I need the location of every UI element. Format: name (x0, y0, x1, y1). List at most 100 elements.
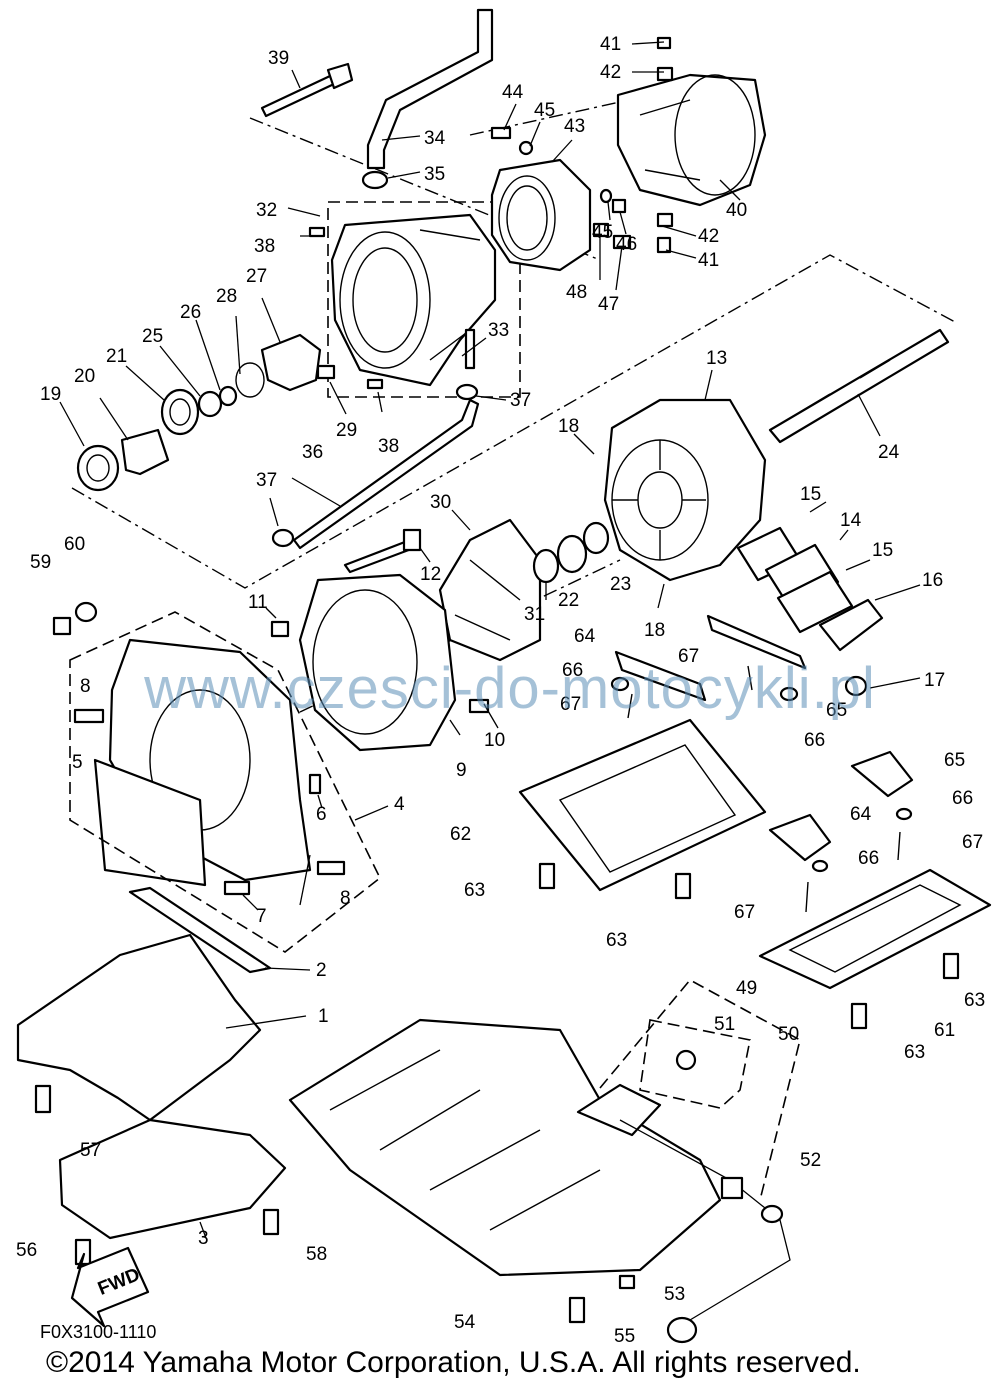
bolt-39 (260, 62, 354, 118)
grate-62 (518, 718, 767, 892)
group-4-box (69, 611, 382, 953)
callout-56: 56 (16, 1240, 37, 1261)
callout-66d: 66 (858, 848, 879, 869)
callout-63a: 63 (464, 880, 485, 901)
drawing-code: F0X3100-1110 (40, 1322, 157, 1342)
callout-7: 7 (256, 906, 267, 927)
callout-32: 32 (256, 200, 277, 221)
spacers-22-23-31 (532, 521, 610, 584)
callout-31: 31 (524, 604, 545, 625)
watermark-text: www.czesci-do-motocykli.pl (144, 656, 876, 721)
callout-11: 11 (248, 592, 268, 613)
callout-59: 59 (30, 552, 51, 573)
copyright-notice: ©2014 Yamaha Motor Corporation, U.S.A. A… (46, 1346, 861, 1379)
speed-sensor-50 (619, 1119, 791, 1344)
callout-29: 29 (336, 420, 357, 441)
callout-30: 30 (430, 492, 451, 513)
sponson-3 (58, 1118, 287, 1240)
callout-65a: 65 (826, 700, 847, 721)
callout-58: 58 (306, 1244, 327, 1265)
callout-33: 33 (488, 320, 509, 341)
leader-lines (59, 41, 921, 1239)
callout-34: 34 (424, 128, 446, 149)
callout-40: 40 (726, 200, 747, 221)
callout-2: 2 (316, 960, 327, 981)
callout-1: 1 (318, 1006, 329, 1027)
callout-52: 52 (800, 1150, 821, 1171)
hardware-lower (34, 675, 960, 1324)
callout-67a: 67 (560, 694, 581, 715)
callout-37b: 37 (510, 390, 531, 411)
callout-44: 44 (502, 82, 524, 103)
callout-61: 61 (934, 1020, 955, 1041)
cover-54 (288, 1018, 722, 1277)
nozzle-40 (616, 73, 767, 207)
housing-13 (603, 398, 767, 582)
callout-8a: 8 (80, 676, 91, 697)
callout-39: 39 (268, 48, 289, 69)
brackets-64-65-67 (610, 614, 914, 913)
callout-48: 48 (566, 282, 587, 303)
callout-63d: 63 (904, 1042, 925, 1063)
callout-47: 47 (598, 294, 619, 315)
callout-17: 17 (924, 670, 945, 691)
callout-45a: 45 (534, 100, 555, 121)
group-51-box (639, 1019, 751, 1109)
callout-66c: 66 (952, 788, 973, 809)
callout-67d: 67 (734, 902, 755, 923)
callout-10: 10 (484, 730, 505, 751)
callout-28: 28 (216, 286, 237, 307)
callout-38b: 38 (378, 436, 399, 457)
callout-54: 54 (454, 1312, 476, 1333)
bolts-6-7-8 (52, 601, 490, 896)
callout-labels: 1 2 3 4 5 6 7 8 8 9 10 11 12 13 14 15 15… (16, 34, 985, 1347)
bearing-stack (76, 333, 322, 492)
callout-45b: 45 (592, 222, 613, 243)
callout-12: 12 (420, 564, 441, 585)
callout-63c: 63 (964, 990, 985, 1011)
callout-9: 9 (456, 760, 467, 781)
callout-3: 3 (198, 1228, 209, 1249)
callout-20: 20 (74, 366, 95, 387)
callout-66b: 66 (804, 730, 825, 751)
callout-42a: 42 (600, 62, 621, 83)
callout-49: 49 (736, 978, 757, 999)
bracket-49-51 (576, 1049, 697, 1137)
callout-42b: 42 (698, 226, 719, 247)
callout-60: 60 (64, 534, 85, 555)
callout-62: 62 (450, 824, 471, 845)
callout-64b: 64 (850, 804, 872, 825)
callout-63b: 63 (606, 930, 627, 951)
hose-36 (271, 398, 480, 550)
callout-41a: 41 (600, 34, 621, 55)
callout-23: 23 (610, 574, 631, 595)
grate-61 (758, 868, 992, 990)
callout-21: 21 (106, 346, 127, 367)
callout-67c: 67 (962, 832, 983, 853)
callout-35: 35 (424, 164, 445, 185)
callout-25: 25 (142, 326, 163, 347)
impeller-30 (438, 518, 542, 662)
callout-14: 14 (840, 510, 862, 531)
bolt-12 (343, 528, 422, 574)
gasket-5 (93, 758, 207, 887)
callout-36: 36 (302, 442, 323, 463)
callout-55: 55 (614, 1326, 635, 1347)
callout-15a: 15 (800, 484, 821, 505)
callout-6: 6 (316, 804, 327, 825)
callout-38a: 38 (254, 236, 275, 257)
callout-53: 53 (664, 1284, 685, 1305)
callout-41b: 41 (698, 250, 719, 271)
callout-46: 46 (616, 234, 637, 255)
hose-34 (366, 8, 494, 170)
callout-18a: 18 (558, 416, 579, 437)
fwd-arrow: FWD (70, 1246, 150, 1328)
callout-43: 43 (564, 116, 585, 137)
callout-13: 13 (706, 348, 727, 369)
group-49-box (599, 978, 801, 1201)
callout-57: 57 (80, 1140, 101, 1161)
callout-24: 24 (878, 442, 900, 463)
callout-66a: 66 (562, 660, 583, 681)
sponson-1 (16, 933, 262, 1122)
callout-27: 27 (246, 266, 267, 287)
